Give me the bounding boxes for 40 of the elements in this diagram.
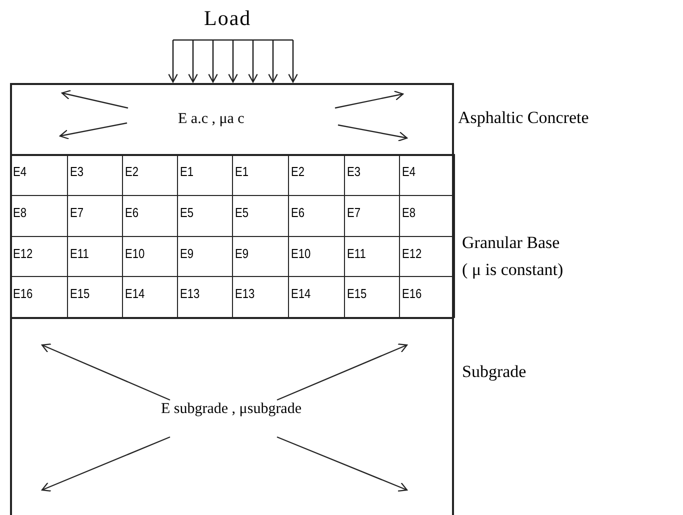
modulus-label: E16 bbox=[402, 286, 422, 301]
modulus-label: E10 bbox=[291, 246, 311, 261]
modulus-label: E14 bbox=[125, 286, 145, 301]
layer-box bbox=[10, 317, 454, 515]
modulus-label: E12 bbox=[402, 246, 422, 261]
modulus-label: E2 bbox=[125, 164, 139, 179]
modulus-label: E13 bbox=[180, 286, 200, 301]
modulus-label: E11 bbox=[347, 246, 366, 261]
load-label: Load bbox=[204, 6, 252, 31]
modulus-label: E1 bbox=[180, 164, 194, 179]
modulus-label: E12 bbox=[13, 246, 33, 261]
modulus-label: E11 bbox=[70, 246, 89, 261]
layer-name: Granular Base bbox=[462, 233, 560, 253]
modulus-label: E10 bbox=[125, 246, 145, 261]
modulus-label: E6 bbox=[291, 205, 305, 220]
modulus-label: E15 bbox=[70, 286, 90, 301]
modulus-label: E3 bbox=[347, 164, 361, 179]
modulus-label: E7 bbox=[347, 205, 361, 220]
modulus-label: E8 bbox=[13, 205, 27, 220]
modulus-label: E1 bbox=[235, 164, 249, 179]
modulus-label: E3 bbox=[70, 164, 84, 179]
modulus-label: E15 bbox=[347, 286, 367, 301]
layer-name: ( μ is constant) bbox=[462, 260, 564, 280]
modulus-label: E8 bbox=[402, 205, 416, 220]
modulus-label: E9 bbox=[180, 246, 194, 261]
modulus-label: E14 bbox=[291, 286, 311, 301]
modulus-label: E16 bbox=[13, 286, 33, 301]
layer-box bbox=[10, 154, 454, 319]
modulus-label: E7 bbox=[70, 205, 84, 220]
modulus-label: E4 bbox=[402, 164, 416, 179]
modulus-label: E5 bbox=[235, 205, 249, 220]
layer-name: Subgrade bbox=[462, 362, 526, 382]
modulus-label: E4 bbox=[13, 164, 27, 179]
modulus-label: E13 bbox=[235, 286, 255, 301]
modulus-label: E9 bbox=[235, 246, 249, 261]
layer-box bbox=[10, 83, 454, 156]
modulus-label: E5 bbox=[180, 205, 194, 220]
modulus-label: E6 bbox=[125, 205, 139, 220]
modulus-label: E2 bbox=[291, 164, 305, 179]
layer-name: Asphaltic Concrete bbox=[458, 108, 589, 128]
